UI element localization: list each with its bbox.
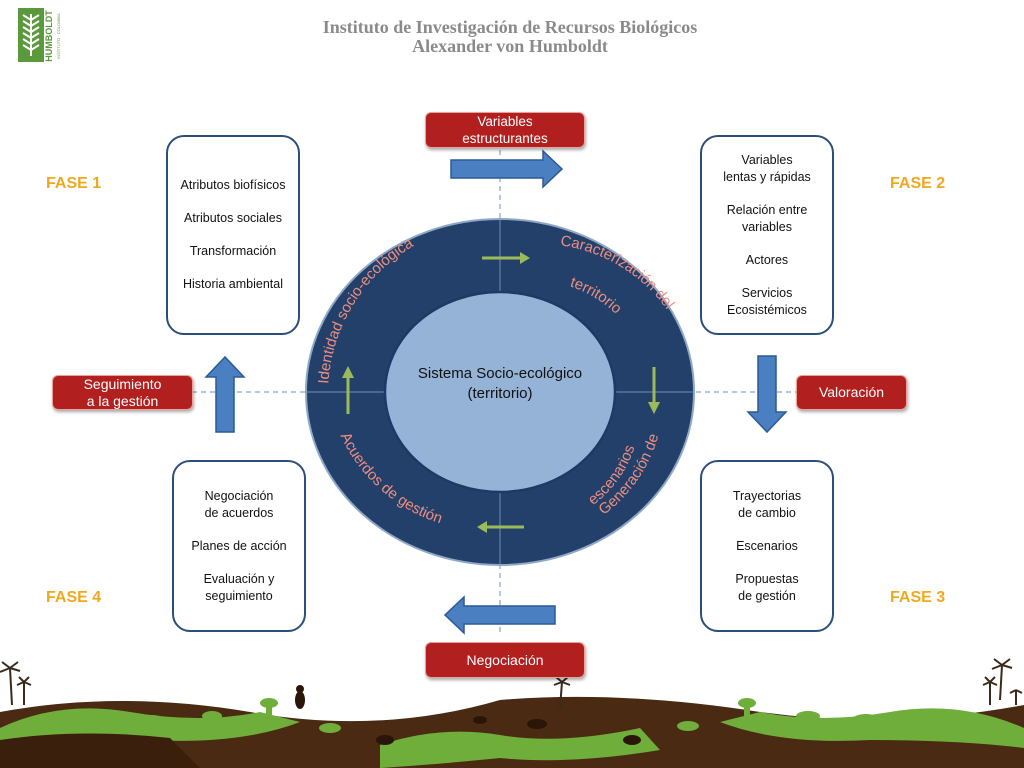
phase-1-item: Atributos sociales xyxy=(184,211,282,225)
green-arrow-right-icon xyxy=(482,252,530,264)
title-line-2: Alexander von Humboldt xyxy=(412,36,608,56)
blue-arrow-down-icon xyxy=(746,355,788,434)
phase-1-label: FASE 1 xyxy=(46,175,102,192)
title-line-1: Instituto de Investigación de Recursos B… xyxy=(322,17,698,37)
humboldt-logo: HUMBOLDT INSTITUTO · COLOMBIA xyxy=(12,6,64,64)
center-title: Sistema Socio-ecológico xyxy=(418,365,582,382)
phase-2-item: Servicios Ecosistémicos xyxy=(727,285,807,317)
phase-4-label: FASE 4 xyxy=(46,589,102,606)
logo-graphic: HUMBOLDT INSTITUTO · COLOMBIA xyxy=(12,6,64,64)
phase-3-label: FASE 3 xyxy=(890,589,946,606)
phase-2-label: FASE 2 xyxy=(890,175,946,192)
blue-arrow-right-icon xyxy=(450,149,564,189)
phase-4-box: Negociación de acuerdos Planes de acción… xyxy=(172,460,306,632)
phase-4-item: Evaluación y seguimiento xyxy=(203,571,275,603)
green-arrow-left-icon xyxy=(477,521,524,533)
phase-2-item: Actores xyxy=(745,252,789,267)
phase-1-item: Historia ambiental xyxy=(182,277,284,291)
label-negociacion: Negociación xyxy=(425,642,585,678)
landscape-decoration xyxy=(0,658,1024,768)
animal-silhouettes-icon xyxy=(74,711,942,733)
phase-2-box: Variables lentas y rápidas Relación entr… xyxy=(700,135,834,335)
blue-arrow-up-icon xyxy=(204,355,246,433)
blue-arrow-left-icon xyxy=(443,595,556,635)
green-arrow-up-icon xyxy=(342,366,354,414)
phase-2-item: Relación entre variables xyxy=(726,202,808,234)
phase-1-item: Transformación xyxy=(189,244,277,258)
center-subtitle: (territorio) xyxy=(467,385,532,402)
label-valoracion: Valoración xyxy=(796,375,907,410)
green-arrow-down-icon xyxy=(648,367,660,414)
inner-circle xyxy=(383,290,617,494)
logo-subtext: INSTITUTO · COLOMBIA xyxy=(56,13,61,59)
logo-text: HUMBOLDT xyxy=(44,10,54,62)
phase-3-item: Escenarios xyxy=(736,538,798,553)
phase-1-box: Atributos biofísicos Atributos sociales … xyxy=(166,135,300,335)
phase-3-box: Trayectorias de cambio Escenarios Propue… xyxy=(700,460,834,632)
phase-1-item: Atributos biofísicos xyxy=(180,178,286,192)
plant-icon xyxy=(260,698,756,723)
palm-tree-icon xyxy=(0,658,1023,709)
phase-3-item: Trayectorias de cambio xyxy=(732,488,802,520)
label-variables-estructurantes: Variables estructurantes xyxy=(425,112,585,148)
phase-4-item: Planes de acción xyxy=(191,538,287,553)
phase-3-item: Propuestas de gestión xyxy=(735,571,799,603)
phase-4-item: Negociación de acuerdos xyxy=(204,488,274,520)
dark-animal-silhouettes-icon xyxy=(295,685,641,745)
phase-2-item: Variables lentas y rápidas xyxy=(723,152,811,184)
label-seguimiento: Seguimiento a la gestión xyxy=(52,375,193,410)
